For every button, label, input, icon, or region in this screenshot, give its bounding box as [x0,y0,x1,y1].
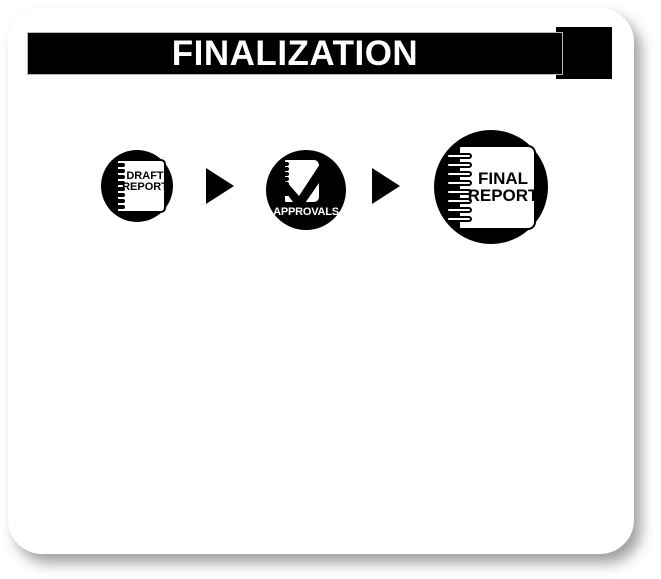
flow-step-approvals[interactable]: APPROVALS [266,150,346,230]
notebook-spiral [446,153,472,223]
flow-step-final-report[interactable]: FINAL REPORT [434,130,548,244]
content-card [8,8,634,554]
header-banner-tab [556,27,612,79]
step-label: FINAL REPORT [467,169,539,206]
flow-step-draft-report[interactable]: DRAFT REPORT [101,150,173,222]
spiral-notebook-icon [458,145,536,230]
header-banner [28,33,562,74]
notebook-spiral [109,163,125,209]
spiral-notebook-icon [116,159,166,213]
arrow-right-icon [206,168,234,204]
step-caption: APPROVALS [273,206,339,218]
page-title: FINALIZATION [171,34,419,73]
arrow-right-icon [372,168,400,204]
step-label: DRAFT REPORT [122,170,168,194]
notebook-spiral [277,162,289,200]
